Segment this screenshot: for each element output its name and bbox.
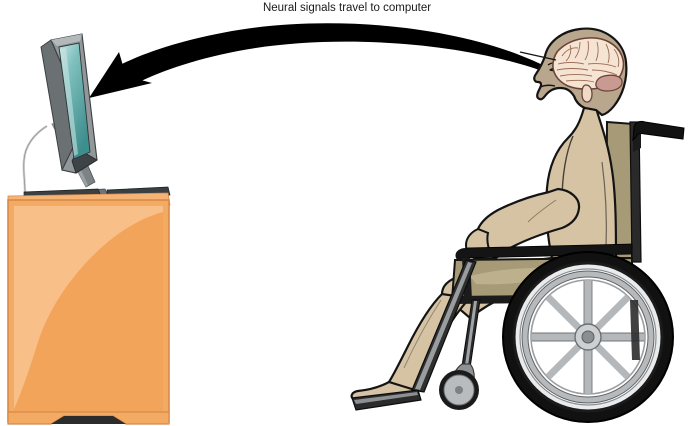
person-shin-contour [403,299,442,369]
mouth-line [539,84,556,88]
hand-rim-edge-outer [521,270,655,404]
caster-stem-highlight [465,301,477,366]
desk-notch-shadow [51,416,126,424]
desk [7,192,171,425]
rear-wheel-axle [581,330,595,344]
arrow-shaft [120,23,556,86]
hand-rim [522,271,654,403]
desk-highlight [14,206,163,409]
person-head [519,27,628,117]
rear-tire-outline [502,251,674,423]
brain-stem [581,84,593,103]
arrow-head-icon [89,52,152,98]
monitor-top-bezel-highlight [51,34,82,46]
annotation-label: Neural signals travel to computer [263,2,431,14]
footplate-highlight [354,392,418,404]
brain-cerebellum [595,74,623,92]
wheelchair-front-assembly [351,259,481,411]
neural-signal-line [519,51,557,61]
front-frame-highlight [415,262,472,390]
rear-frame-tube [630,300,640,360]
signal-arrow [89,23,556,98]
monitor-screen-glare [60,48,78,156]
rear-wheel-ring-outer [512,261,664,413]
person-back-contour [601,161,607,249]
armrest-front-curl [455,248,468,262]
wheelchair-push-handle [632,120,685,152]
push-handle-grip [632,120,685,142]
monitor-cable-outline [23,125,48,193]
backrest-post [629,121,642,263]
brain-sulci [556,40,620,83]
rear-wheel-inner-ring [530,279,646,395]
person-arm-crease [527,199,557,223]
wheelchair-rear-wheel [502,251,674,423]
brain [552,37,625,103]
hand-rim-edge-inner [527,276,649,398]
caster-hub [455,386,463,394]
